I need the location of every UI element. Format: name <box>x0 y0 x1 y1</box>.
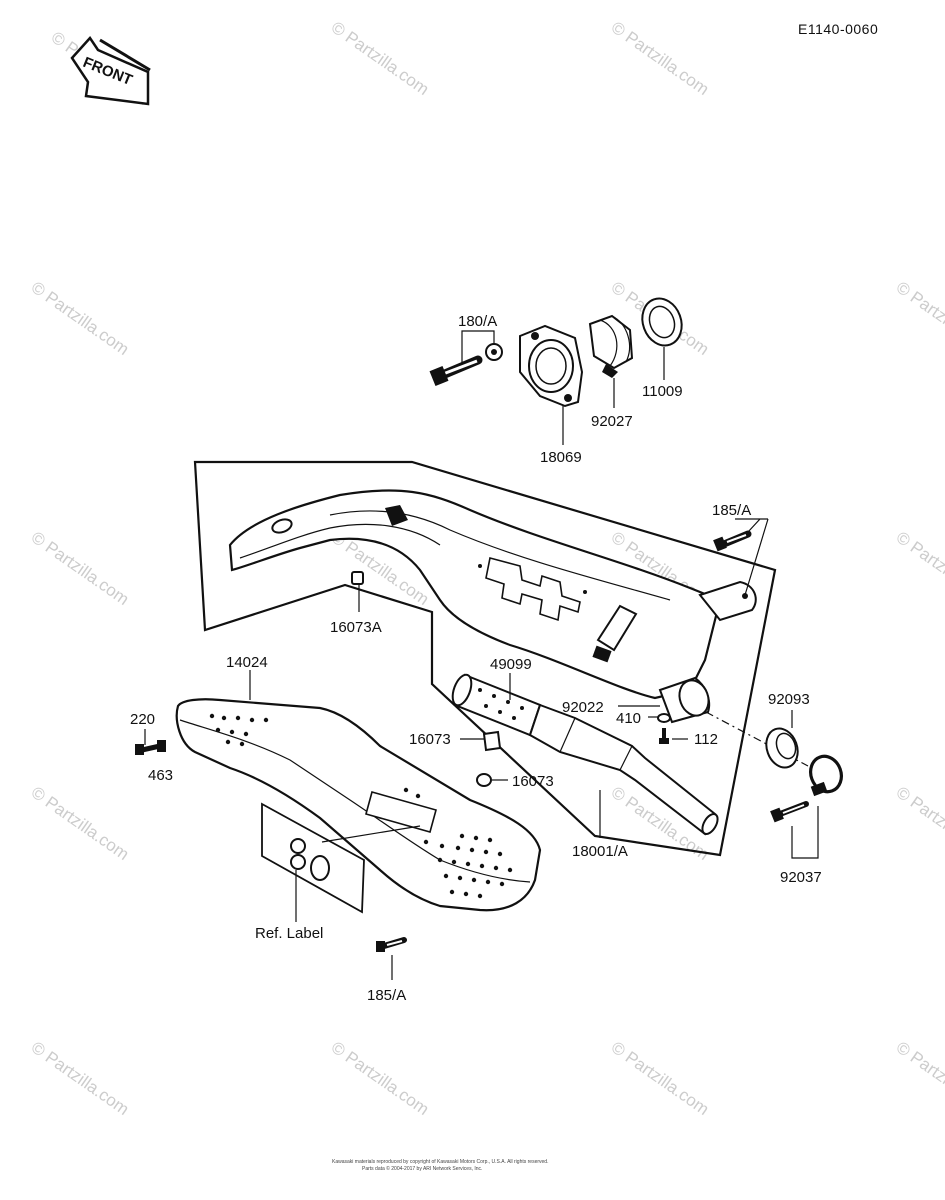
screw-220-icon <box>135 743 163 755</box>
callout-92037: 92037 <box>780 869 822 886</box>
assembly-outline <box>193 460 777 857</box>
watermark: © Partzilla.com <box>328 18 433 99</box>
callout-ref-label: Ref. Label <box>255 925 323 942</box>
callout-16073a: 16073A <box>330 619 382 636</box>
watermark: © Partzilla.com <box>28 1038 133 1119</box>
callout-18001a: 18001/A <box>572 843 628 860</box>
watermark: © Partzilla.com <box>893 1038 945 1119</box>
footer-copyright-line1: Kawasaki materials reproduced by copyrig… <box>332 1159 548 1165</box>
gasket-ring-11009-icon <box>641 297 683 347</box>
watermark: © Partzilla.com <box>28 528 133 609</box>
watermark: © Partzilla.com <box>608 1038 713 1119</box>
tail-pipe-18001a-icon <box>528 703 719 836</box>
callout-112: 112 <box>694 731 718 748</box>
leader-180a-top <box>461 330 495 365</box>
callout-410: 410 <box>616 710 641 727</box>
watermark: © Partzilla.com <box>28 278 133 359</box>
muffler-cover-14024-icon <box>175 698 542 912</box>
callout-463: 463 <box>148 767 173 784</box>
footer-copyright-line2: Parts data © 2004-2017 by ARI Network Se… <box>362 1165 482 1172</box>
nut-16073a-icon <box>351 571 364 585</box>
watermark: © Partzilla.com <box>893 278 945 359</box>
washer-410-icon <box>657 713 671 723</box>
silencer-tube-49099-icon <box>451 673 542 737</box>
callout-49099: 49099 <box>490 656 532 673</box>
front-arrow-icon: FRONT <box>70 35 151 106</box>
watermark: © Partzilla.com <box>893 783 945 864</box>
leader-ref-label <box>295 825 421 922</box>
clip-16073-b-icon <box>476 773 492 787</box>
watermark: © Partzilla.com <box>28 783 133 864</box>
callout-18069: 18069 <box>540 449 582 466</box>
cover-vent-holes <box>209 713 513 899</box>
diagram-code: E1140-0060 <box>798 21 878 37</box>
exhaust-head-pipe-icon <box>228 489 757 724</box>
callout-185a-bottom: 185/A <box>367 987 406 1004</box>
callout-92022: 92022 <box>562 699 604 716</box>
callout-220: 220 <box>130 711 155 728</box>
callout-92027: 92027 <box>591 413 633 430</box>
bolt-180a-top-icon <box>429 343 503 387</box>
callout-14024: 14024 <box>226 654 268 671</box>
bolt-185a-bottom-icon <box>376 937 407 952</box>
callout-180a-top: 180/A <box>458 313 497 330</box>
washer-463-icon <box>157 740 166 752</box>
exhaust-joint-92027-icon <box>588 314 634 378</box>
watermark: © Partzilla.com <box>328 1038 433 1119</box>
callout-16073-a: 16073 <box>409 731 451 748</box>
callout-16073-b: 16073 <box>512 773 554 790</box>
leader-185a-top <box>735 518 769 596</box>
leader-92037 <box>791 806 819 859</box>
clamp-92037-icon <box>770 754 843 823</box>
bolt-112-icon <box>659 728 669 744</box>
bolt-185a-top-icon <box>713 530 752 552</box>
watermark: © Partzilla.com <box>893 528 945 609</box>
clip-16073-a-icon <box>482 730 502 752</box>
callout-92093: 92093 <box>768 691 810 708</box>
watermark: © Partzilla.com <box>608 18 713 99</box>
callout-11009: 11009 <box>642 383 683 400</box>
grommet-92093-icon <box>765 727 799 769</box>
callout-185a-top: 185/A <box>712 502 751 519</box>
reference-label-icon <box>261 802 365 914</box>
exhaust-port-gasket-18069-icon <box>519 324 584 408</box>
